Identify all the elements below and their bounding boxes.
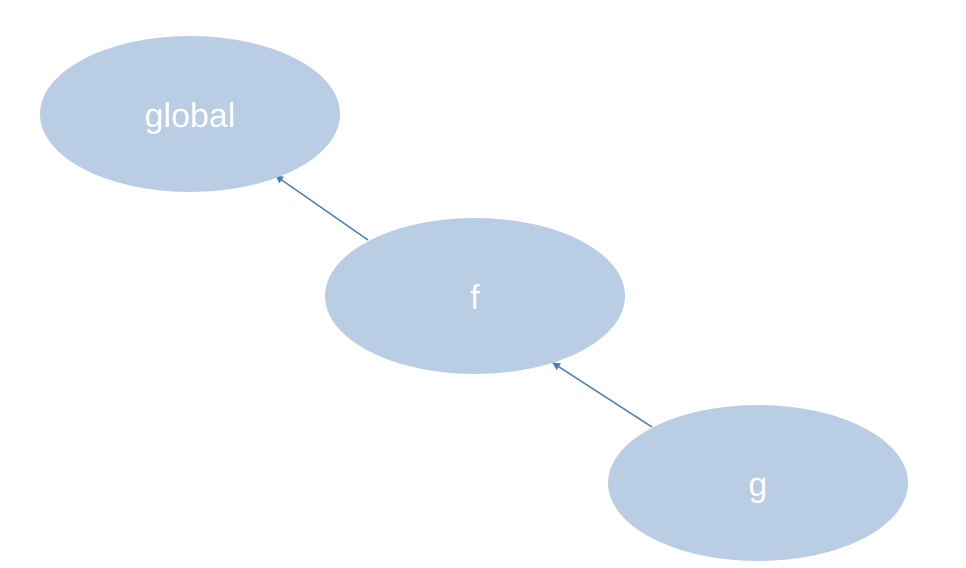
node-f: f xyxy=(325,218,625,374)
node-global: global xyxy=(40,36,340,192)
node-g: g xyxy=(608,405,908,561)
node-global-label: global xyxy=(145,97,236,135)
node-f-label: f xyxy=(470,279,480,317)
node-global-shape xyxy=(40,36,340,192)
edge-g-to-f xyxy=(552,362,653,428)
node-g-shape xyxy=(608,405,908,561)
edge-f-to-global xyxy=(275,175,369,241)
node-g-label: g xyxy=(749,466,768,504)
node-f-shape xyxy=(325,218,625,374)
